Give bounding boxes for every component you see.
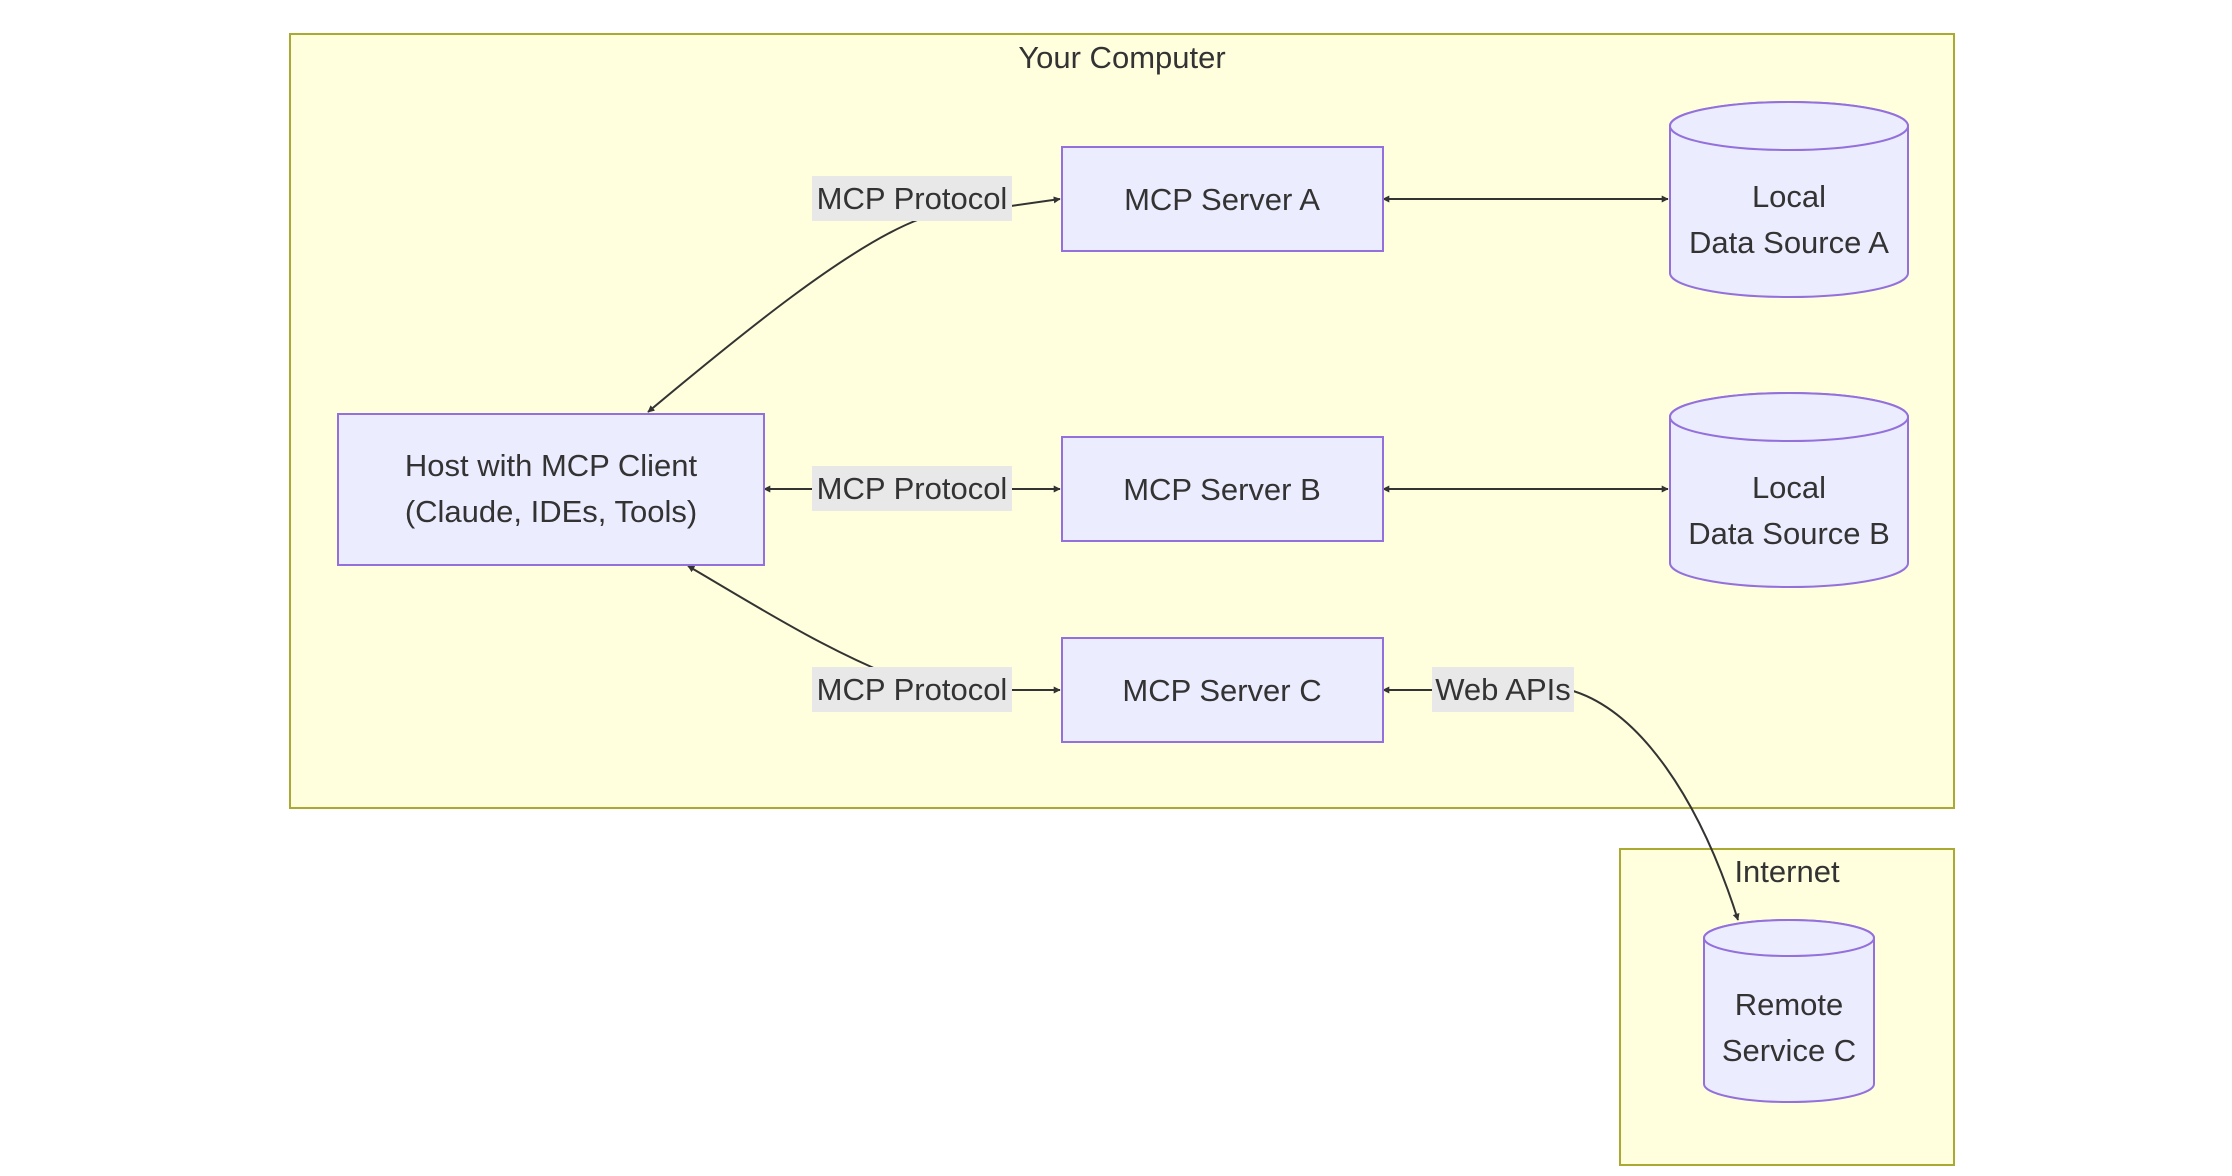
server-a-node: MCP Server A (1061, 146, 1384, 252)
remote-service-c-line-1: Remote (1735, 987, 1844, 1022)
edge-label-text: MCP Protocol (817, 672, 1008, 707)
server-b-label: MCP Server B (1123, 472, 1321, 507)
edge-label-text: MCP Protocol (817, 181, 1008, 216)
data-source-b-line-2: Data Source B (1688, 516, 1890, 551)
cluster-label-internet: Internet (1734, 854, 1840, 889)
data-source-b-node: Local Data Source B (1669, 392, 1909, 588)
edge-label-host-a: MCP Protocol (812, 176, 1012, 221)
server-a-label: MCP Server A (1124, 182, 1320, 217)
data-source-a-line-2: Data Source A (1689, 225, 1889, 260)
edge-label-host-b: MCP Protocol (812, 466, 1012, 511)
host-node: Host with MCP Client (Claude, IDEs, Tool… (337, 413, 765, 566)
cluster-label-your-computer: Your Computer (1018, 40, 1225, 75)
data-source-b-line-1: Local (1752, 470, 1826, 505)
edge-label-text: Web APIs (1435, 672, 1571, 707)
edge-label-text: MCP Protocol (817, 471, 1008, 506)
server-b-node: MCP Server B (1061, 436, 1384, 542)
remote-service-c-line-2: Service C (1722, 1033, 1856, 1068)
edge-host-server-a (647, 196, 1061, 413)
data-source-a-node: Local Data Source A (1669, 101, 1909, 298)
server-c-label: MCP Server C (1122, 673, 1321, 708)
server-c-node: MCP Server C (1061, 637, 1384, 743)
edge-label-web-apis: Web APIs (1432, 667, 1574, 712)
host-node-line-1: Host with MCP Client (405, 448, 698, 483)
data-source-a-line-1: Local (1752, 179, 1826, 214)
edge-label-host-c: MCP Protocol (812, 667, 1012, 712)
remote-service-c-node: Remote Service C (1703, 919, 1875, 1103)
edge-server-c-remote (1382, 686, 1740, 921)
host-node-line-2: (Claude, IDEs, Tools) (405, 494, 697, 529)
